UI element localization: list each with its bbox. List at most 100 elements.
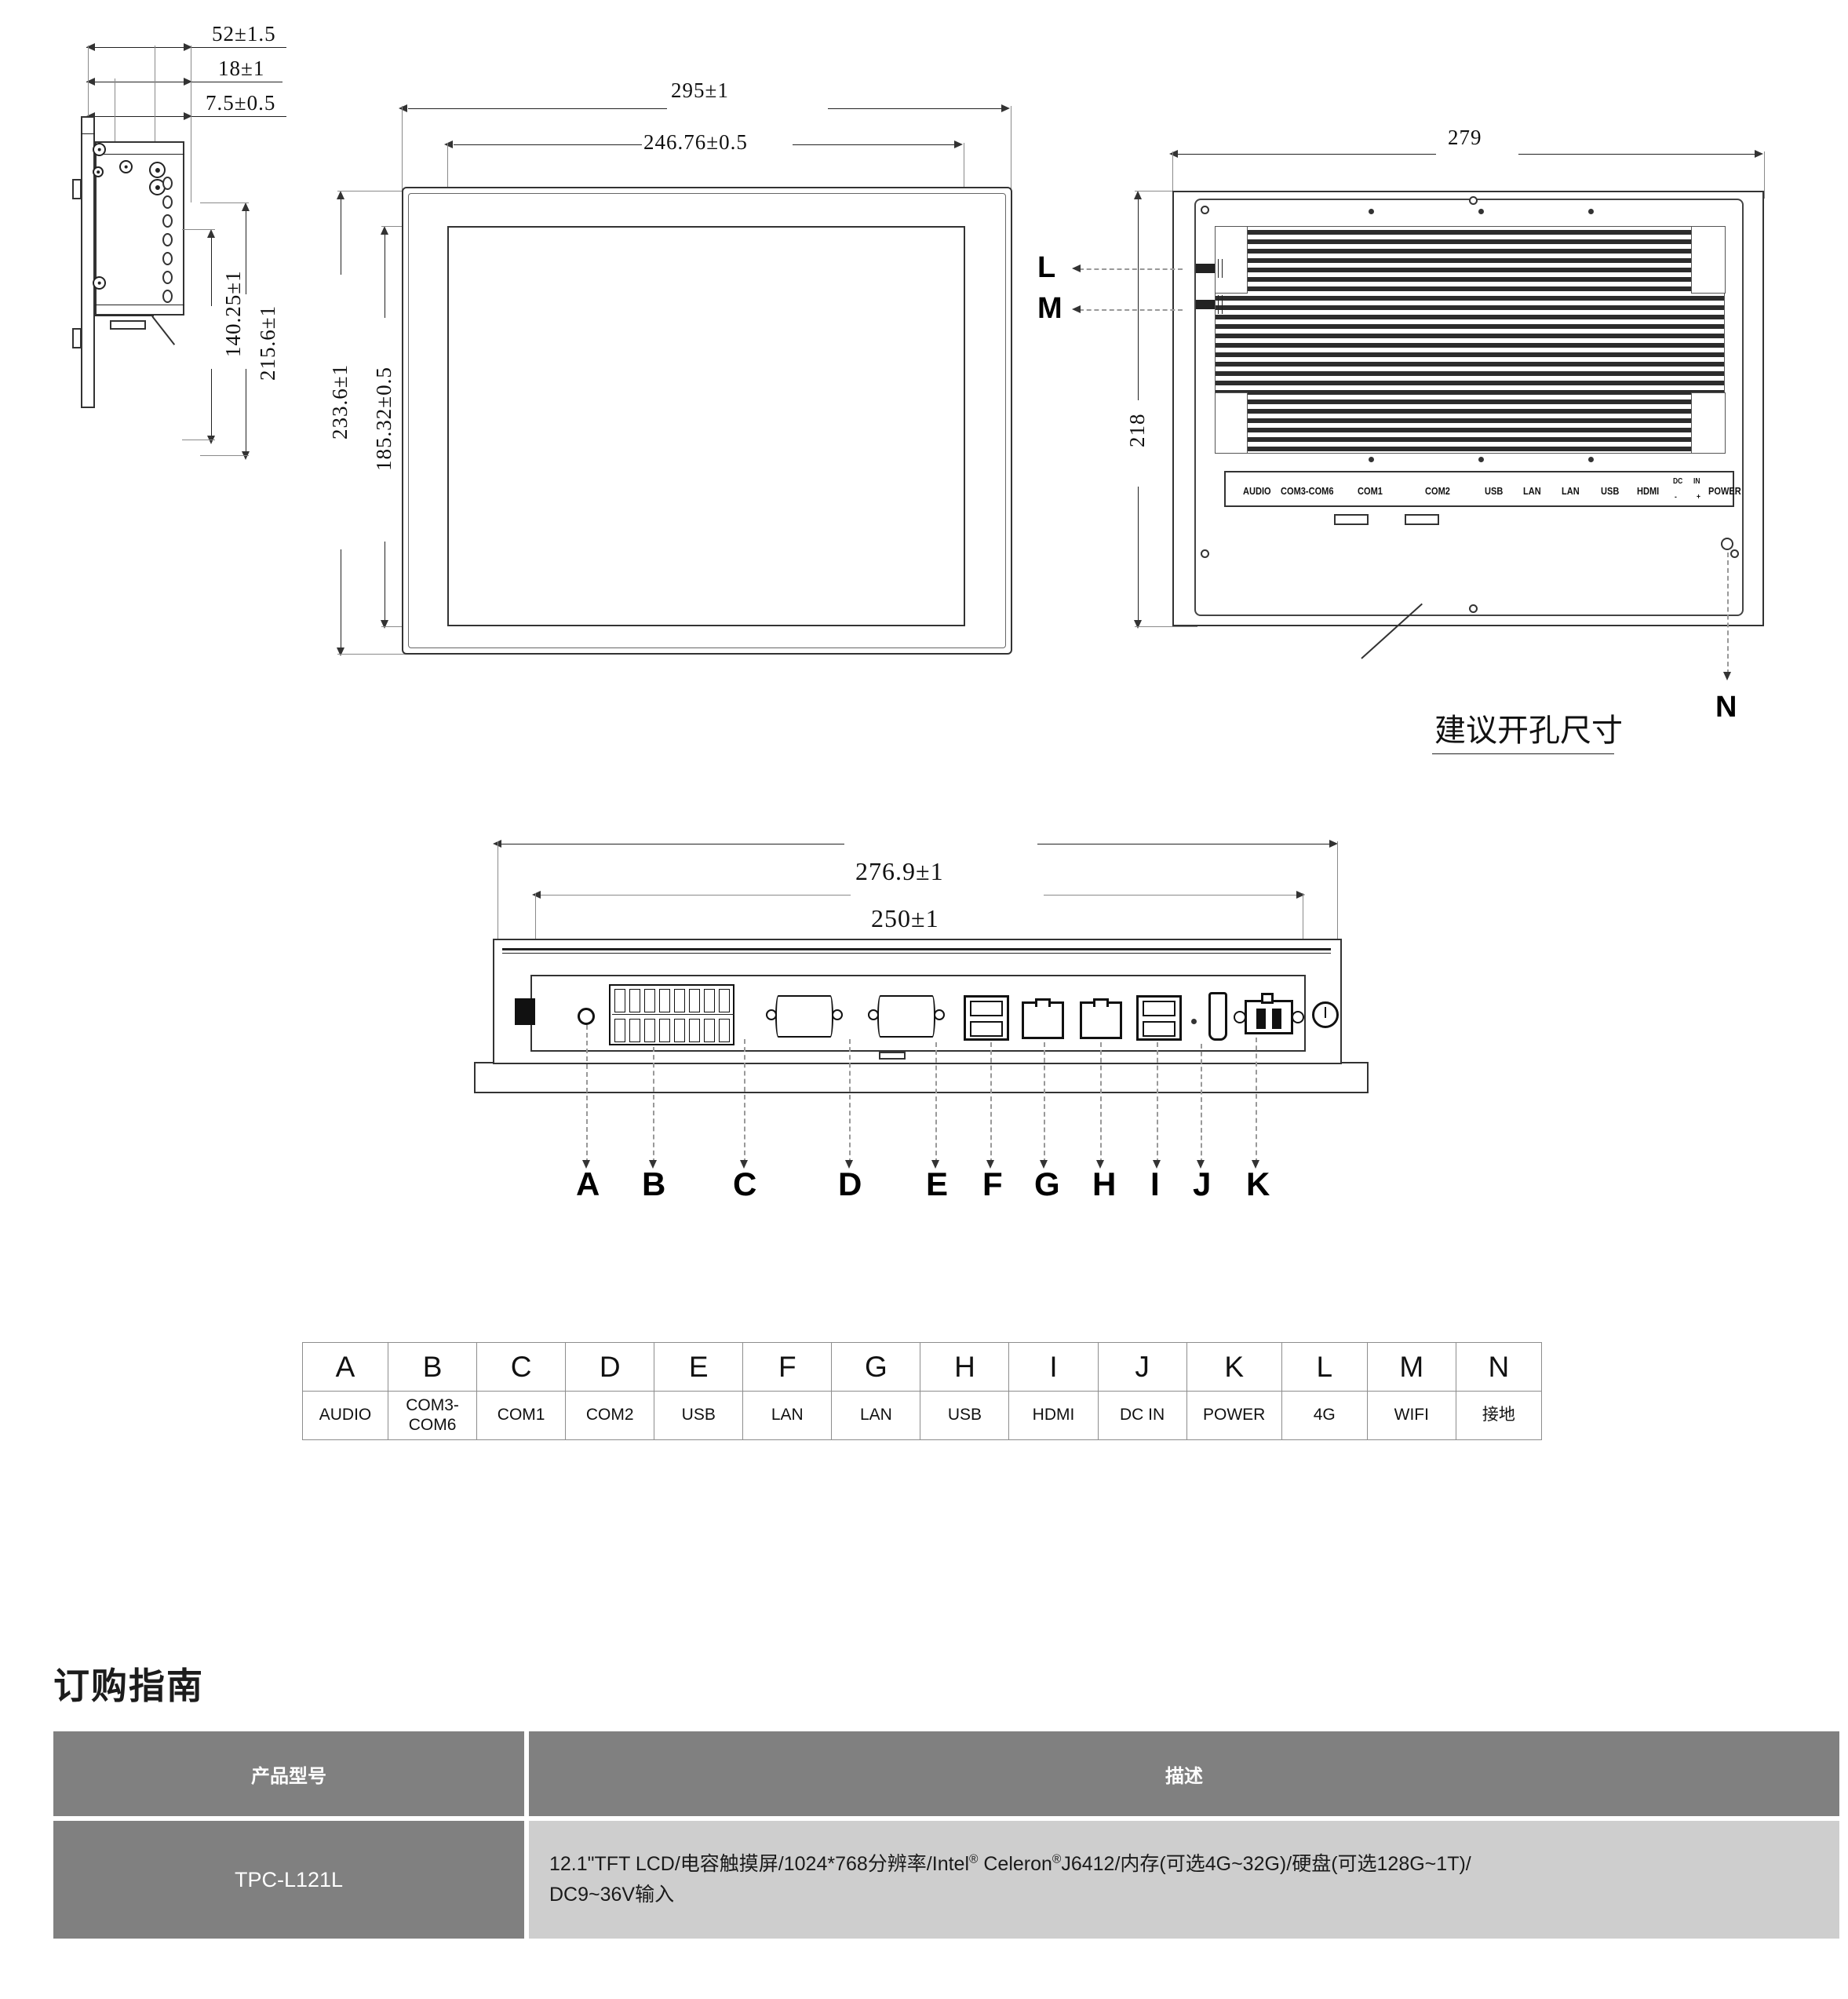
- legend-letter-I: I: [1008, 1342, 1099, 1392]
- desc-part-2: Celeron: [978, 1853, 1052, 1876]
- legend-name-G: LAN: [831, 1391, 921, 1440]
- connector-power-button: [1312, 1001, 1339, 1028]
- rear-screw-bl: [1201, 549, 1209, 558]
- legend-letter-D: D: [565, 1342, 655, 1392]
- rear-io-label-lan-1: LAN: [1523, 485, 1541, 497]
- legend-letter-G: G: [831, 1342, 921, 1392]
- legend-name-N: 接地: [1455, 1391, 1543, 1440]
- legend-letter-J: J: [1097, 1342, 1187, 1392]
- ordering-cell-model: TPC-L121L: [53, 1821, 524, 1939]
- rear-hatch-tr: [1691, 226, 1726, 294]
- legend-letter-C: C: [476, 1342, 567, 1392]
- front-dim-height-outer: 233.6±1: [328, 363, 352, 440]
- rear-dot-2: [1478, 209, 1484, 214]
- front-dim-width-outer: 295±1: [671, 78, 729, 102]
- side-screw-3: [93, 166, 104, 177]
- legend-name-B: COM3- COM6: [388, 1391, 478, 1440]
- legend-letter-L: L: [1281, 1342, 1368, 1392]
- legend-name-L: 4G: [1281, 1391, 1368, 1440]
- rear-io-label-strip: AUDIO COM3-COM6 COM1 COM2 USB LAN LAN US…: [1224, 471, 1741, 507]
- legend-letter-N: N: [1455, 1342, 1543, 1392]
- rear-dot-6: [1588, 457, 1594, 462]
- rear-ground-point: [1721, 538, 1733, 550]
- rear-dot-4: [1369, 457, 1374, 462]
- rear-callout-M: M: [1037, 292, 1063, 325]
- rear-cutout-note: 建议开孔尺寸: [1434, 713, 1623, 748]
- legend-letter-A: A: [301, 1342, 389, 1392]
- ordering-data-row: TPC-L121L 12.1"TFT LCD/电容触摸屏/1024*768分辨率…: [53, 1821, 1839, 1939]
- rear-hatch-tl: [1215, 226, 1248, 294]
- bottom-callout-C: C: [733, 1165, 757, 1202]
- rear-dot-5: [1478, 457, 1484, 462]
- connector-terminal-block: [609, 984, 734, 1045]
- bottom-callout-D: D: [838, 1165, 862, 1202]
- connector-usb-stack-1: [964, 995, 1009, 1041]
- ordering-guide-table: 产品型号 描述 TPC-L121L 12.1"TFT LCD/电容触摸屏/102…: [49, 1727, 1844, 1943]
- legend-row-names: AUDIO COM3- COM6 COM1 COM2 USB LAN LAN U…: [301, 1391, 1543, 1440]
- bottom-dim-width-overall: 276.9±1: [855, 857, 944, 885]
- rear-io-label-audio: AUDIO: [1243, 485, 1271, 497]
- legend-name-F: LAN: [742, 1391, 833, 1440]
- rear-antenna-M: [1196, 300, 1215, 309]
- rear-hatch-br: [1691, 392, 1726, 454]
- rear-heatsink: [1215, 226, 1725, 454]
- front-display-area: [447, 226, 965, 626]
- rear-io-label-com3-com6: COM3-COM6: [1281, 485, 1334, 497]
- connector-lan-1: [1022, 998, 1064, 1039]
- rear-io-label-in: IN: [1693, 477, 1700, 486]
- rear-screw-bc: [1469, 604, 1478, 613]
- desc-part-4: DC9~36V输入: [549, 1884, 675, 1906]
- rear-dim-cutout-width: 279: [1448, 126, 1482, 149]
- rear-io-label-com1: COM1: [1358, 485, 1383, 497]
- side-screw-6: [93, 276, 106, 290]
- rear-antenna-L: [1196, 264, 1215, 273]
- connector-audio-jack: [578, 1008, 595, 1025]
- rear-io-label-usb-1: USB: [1485, 485, 1504, 497]
- legend-letter-B: B: [388, 1342, 478, 1392]
- side-dim-depth-bezel: 7.5±0.5: [206, 91, 276, 115]
- ordering-guide-title: 订购指南: [53, 1665, 204, 1706]
- side-screw-1: [93, 143, 106, 156]
- connector-com2-dsub: [877, 995, 935, 1038]
- bottom-base-plate: [474, 1062, 1369, 1093]
- legend-letter-K: K: [1186, 1342, 1282, 1392]
- ordering-header-row: 产品型号 描述: [53, 1731, 1839, 1816]
- side-dim-height-outer: 215.6±1: [256, 305, 279, 381]
- bottom-callout-I: I: [1150, 1165, 1160, 1202]
- rear-io-label-plus: +: [1697, 493, 1700, 502]
- bottom-callout-H: H: [1092, 1165, 1117, 1202]
- connector-com1-dsub: [775, 995, 833, 1038]
- rear-screw-tl: [1201, 206, 1209, 214]
- desc-part-1: 12.1"TFT LCD/电容触摸屏/1024*768分辨率/Intel: [549, 1853, 969, 1876]
- ordering-header-description: 描述: [529, 1731, 1839, 1816]
- bottom-callout-F: F: [982, 1165, 1003, 1202]
- side-dim-height-inner: 140.25±1: [221, 270, 245, 357]
- rear-io-label-usb-2: USB: [1601, 485, 1620, 497]
- bottom-left-block: [515, 998, 535, 1025]
- legend-letter-E: E: [654, 1342, 744, 1392]
- bottom-callout-E: E: [926, 1165, 949, 1202]
- bottom-callout-G: G: [1034, 1165, 1060, 1202]
- legend-row-letters: A B C D E F G H I J K L M N: [301, 1342, 1543, 1392]
- rear-io-label-lan-2: LAN: [1562, 485, 1580, 497]
- rear-mount-tab-2: [1405, 514, 1439, 525]
- bottom-callout-J: J: [1193, 1165, 1212, 1202]
- legend-name-D: COM2: [565, 1391, 655, 1440]
- desc-sup-1: ®: [969, 1852, 979, 1866]
- ordering-header-model: 产品型号: [53, 1731, 524, 1816]
- rear-io-label-hdmi: HDMI: [1637, 485, 1660, 497]
- legend-table: A B C D E F G H I J K L M N AUDIO COM3- …: [301, 1342, 1543, 1440]
- rear-dot-3: [1588, 209, 1594, 214]
- side-dim-depth-total: 52±1.5: [212, 22, 276, 46]
- legend-name-H: USB: [920, 1391, 1010, 1440]
- side-chassis-body: [95, 141, 184, 316]
- legend-letter-M: M: [1366, 1342, 1456, 1392]
- rear-callout-N: N: [1715, 691, 1737, 724]
- front-dim-height-active: 185.32±0.5: [372, 367, 395, 471]
- rear-io-label-dc: DC: [1673, 477, 1683, 486]
- side-clip-upper: [72, 179, 82, 199]
- ordering-cell-description: 12.1"TFT LCD/电容触摸屏/1024*768分辨率/Intel® Ce…: [529, 1821, 1839, 1939]
- legend-name-K: POWER: [1186, 1391, 1282, 1440]
- rear-mount-tab-1: [1334, 514, 1369, 525]
